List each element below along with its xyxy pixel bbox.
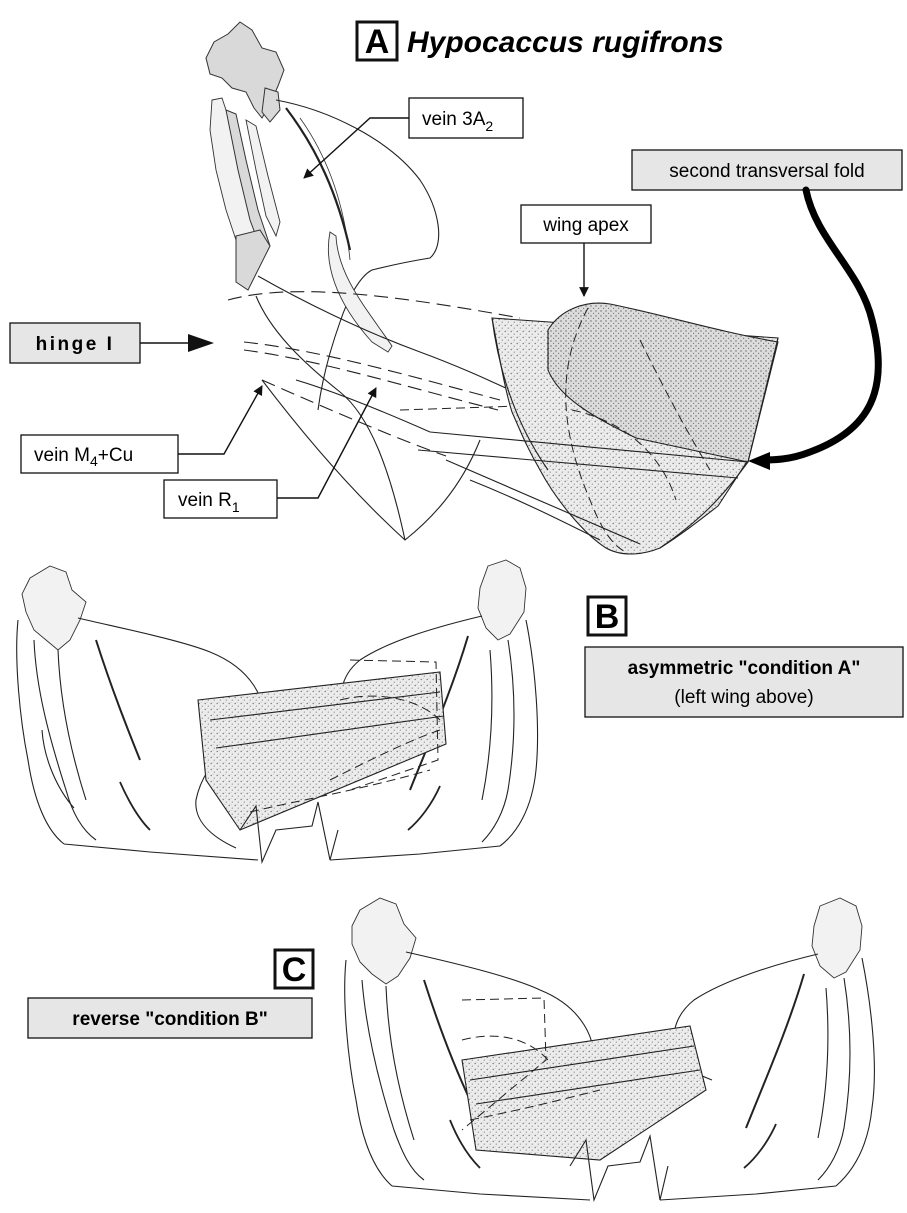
panel-a: A Hypocaccus rugifrons: [10, 22, 902, 554]
panel-c: C reverse "condition B": [28, 898, 874, 1200]
right-basal-sclerites-b: [478, 560, 526, 640]
panel-c-condition: reverse "condition B": [72, 1009, 267, 1030]
axillary-plate-a: [262, 88, 280, 122]
panel-b-letter: B: [595, 598, 620, 636]
label-vein-r1: vein R1: [164, 388, 376, 518]
fold-dash-low-a: [262, 380, 446, 456]
left-basal-sclerites-c: [352, 898, 416, 984]
wing-pair-c: [345, 898, 875, 1200]
lower-sclerite-a: [236, 230, 270, 290]
hinge-i-text: hinge I: [36, 334, 115, 355]
panel-b-condition-line1: asymmetric "condition A": [628, 658, 861, 679]
transversal-fold-curve: [762, 190, 878, 460]
panel-b: B asymmetric "condition A" (left wing ab…: [17, 560, 903, 862]
panel-a-letter: A: [365, 23, 390, 61]
anal-lobe-a: [276, 100, 439, 410]
wing-pair-b: [17, 560, 538, 862]
panel-c-letter: C: [282, 951, 307, 989]
second-transversal-fold-text: second transversal fold: [669, 161, 864, 182]
vein-m4-cu-text: vein M4+Cu: [34, 445, 133, 469]
label-wing-apex: wing apex: [521, 205, 651, 296]
fold-dash-upper-a: [228, 292, 520, 318]
fold-dash-mid-a: [244, 342, 500, 400]
vein-3a2-line: [286, 108, 350, 250]
species-name: Hypocaccus rugifrons: [407, 26, 724, 59]
folded-membrane-c: [462, 1026, 706, 1160]
wing-apex-text: wing apex: [542, 215, 629, 236]
label-vein-3a2: vein 3A2: [304, 98, 523, 178]
right-basal-sclerites-c: [812, 898, 862, 978]
left-basal-sclerites-b: [22, 566, 86, 650]
label-vein-m4-cu: vein M4+Cu: [21, 386, 262, 473]
curved-vein-a: [328, 232, 392, 352]
label-hinge-i: hinge I: [10, 323, 214, 363]
panel-b-condition-line2: (left wing above): [674, 687, 813, 708]
